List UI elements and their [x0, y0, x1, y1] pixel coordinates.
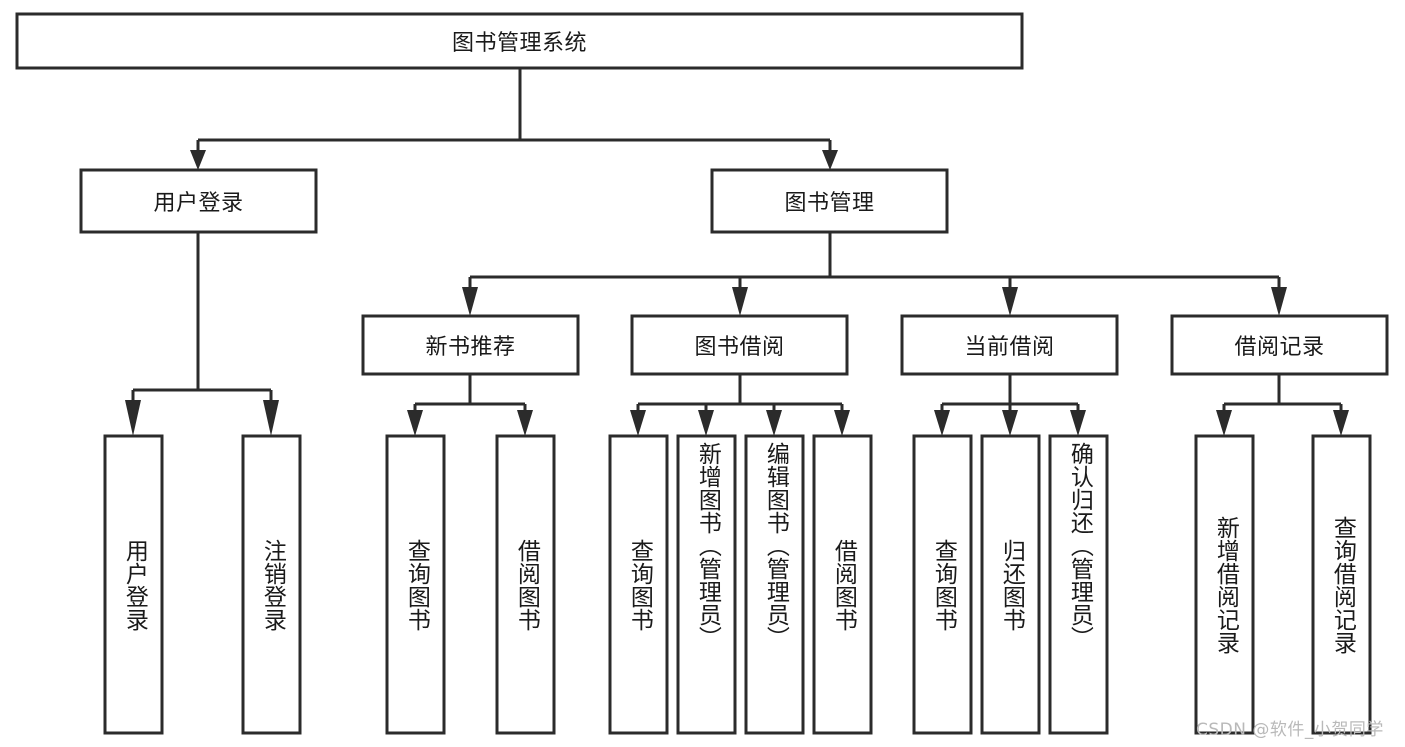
arrow-icon: [125, 400, 141, 436]
node-box-leaf[interactable]: [812, 434, 873, 735]
arrow-icon: [407, 410, 423, 436]
node-box-borrow-record[interactable]: [1170, 314, 1389, 376]
node-box-book-borrow[interactable]: [630, 314, 849, 376]
node-box-leaf[interactable]: [1311, 434, 1372, 735]
node-box-leaf[interactable]: [103, 434, 164, 735]
arrow-icon: [1002, 410, 1018, 436]
connector-newbooks-to-leaves: [407, 374, 533, 436]
node-box-leaf[interactable]: [1194, 434, 1255, 735]
arrow-icon: [822, 150, 838, 170]
arrow-icon: [934, 410, 950, 436]
arrow-icon: [263, 400, 279, 436]
node-box-leaf[interactable]: [980, 434, 1041, 735]
node-box-leaf[interactable]: [241, 434, 302, 735]
node-box-leaf[interactable]: [1048, 434, 1109, 735]
arrow-icon: [766, 410, 782, 436]
node-box-leaf[interactable]: [912, 434, 973, 735]
arrow-icon: [732, 287, 748, 316]
node-box-book-management[interactable]: [710, 168, 949, 234]
connector-borrowrecords-to-leaves: [1216, 374, 1349, 436]
node-box-current-borrow[interactable]: [900, 314, 1119, 376]
arrow-icon: [190, 150, 206, 170]
arrow-icon: [1070, 410, 1086, 436]
connector-root-to-level2: [190, 68, 838, 170]
node-box-new-book-recommend[interactable]: [361, 314, 580, 376]
connector-bookmgmt-to-level3: [462, 232, 1287, 316]
node-box-leaf[interactable]: [676, 434, 737, 735]
arrow-icon: [834, 410, 850, 436]
connector-userlogin-to-leaves: [125, 232, 279, 436]
node-box-leaf[interactable]: [608, 434, 669, 735]
connector-currentborrow-to-leaves: [934, 374, 1086, 436]
node-box-leaf[interactable]: [495, 434, 556, 735]
arrow-icon: [630, 410, 646, 436]
node-box-user-login[interactable]: [79, 168, 318, 234]
arrow-icon: [1216, 410, 1232, 436]
arrow-icon: [1333, 410, 1349, 436]
arrow-icon: [1002, 287, 1018, 316]
node-box-root[interactable]: [15, 12, 1024, 70]
arrow-icon: [517, 410, 533, 436]
node-box-leaf[interactable]: [744, 434, 805, 735]
connector-bookborrow-to-leaves: [630, 374, 850, 436]
arrow-icon: [698, 410, 714, 436]
node-box-leaf[interactable]: [385, 434, 446, 735]
arrow-icon: [1271, 287, 1287, 316]
arrow-icon: [462, 287, 478, 316]
